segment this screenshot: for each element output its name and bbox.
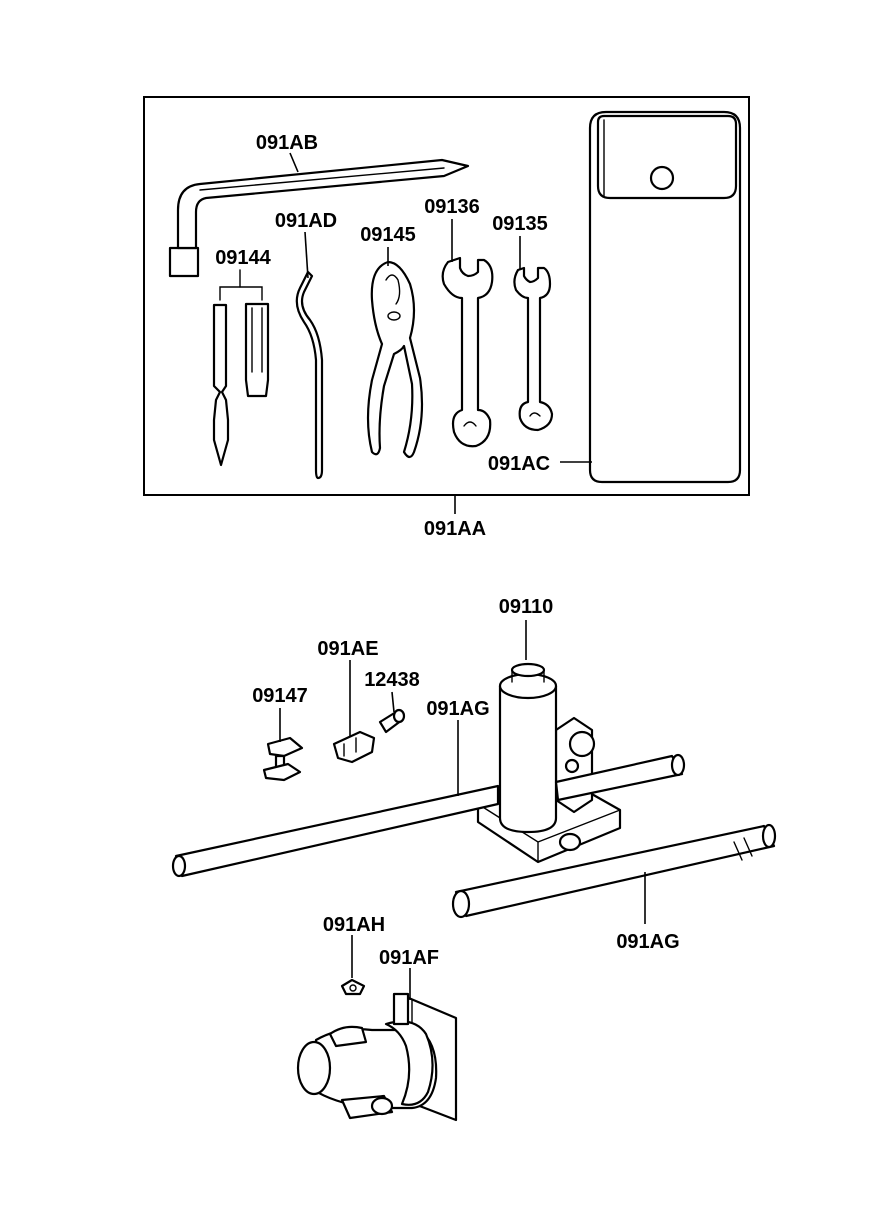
jack-bracket xyxy=(332,730,376,764)
jack-holder xyxy=(296,992,458,1122)
label-091AG-upper: 091AG xyxy=(426,698,489,720)
label-091AA: 091AA xyxy=(424,518,486,540)
label-091AC: 091AC xyxy=(488,453,550,475)
label-09110: 09110 xyxy=(499,596,554,618)
tool-kit-frame xyxy=(143,96,750,496)
wing-nut xyxy=(340,978,366,996)
wheel-wrench xyxy=(168,158,470,278)
clamp xyxy=(262,736,304,782)
wrench-large xyxy=(441,256,494,448)
leader-091AB xyxy=(289,152,299,173)
label-091AB: 091AB xyxy=(256,132,318,154)
label-09147: 09147 xyxy=(252,685,308,707)
label-091AH: 091AH xyxy=(323,914,385,936)
wrench-small xyxy=(513,266,554,432)
jack-handle-long xyxy=(171,753,686,878)
label-09145: 09145 xyxy=(360,224,416,246)
label-091AE: 091AE xyxy=(317,638,378,660)
label-09135: 09135 xyxy=(492,213,548,235)
lever xyxy=(295,270,324,480)
tool-bag xyxy=(588,110,742,484)
leader-12438 xyxy=(391,691,395,713)
jack-handle-short xyxy=(451,823,777,919)
leader-091AD xyxy=(304,231,309,279)
jack xyxy=(476,662,622,864)
label-091AG-lower: 091AG xyxy=(616,931,679,953)
bolt xyxy=(378,708,406,734)
pliers xyxy=(366,260,424,459)
label-091AD: 091AD xyxy=(275,210,337,232)
screwdriver xyxy=(212,269,270,467)
label-12438: 12438 xyxy=(364,669,420,691)
label-09136: 09136 xyxy=(424,196,480,218)
label-09144: 09144 xyxy=(215,247,271,269)
label-091AF: 091AF xyxy=(379,947,439,969)
